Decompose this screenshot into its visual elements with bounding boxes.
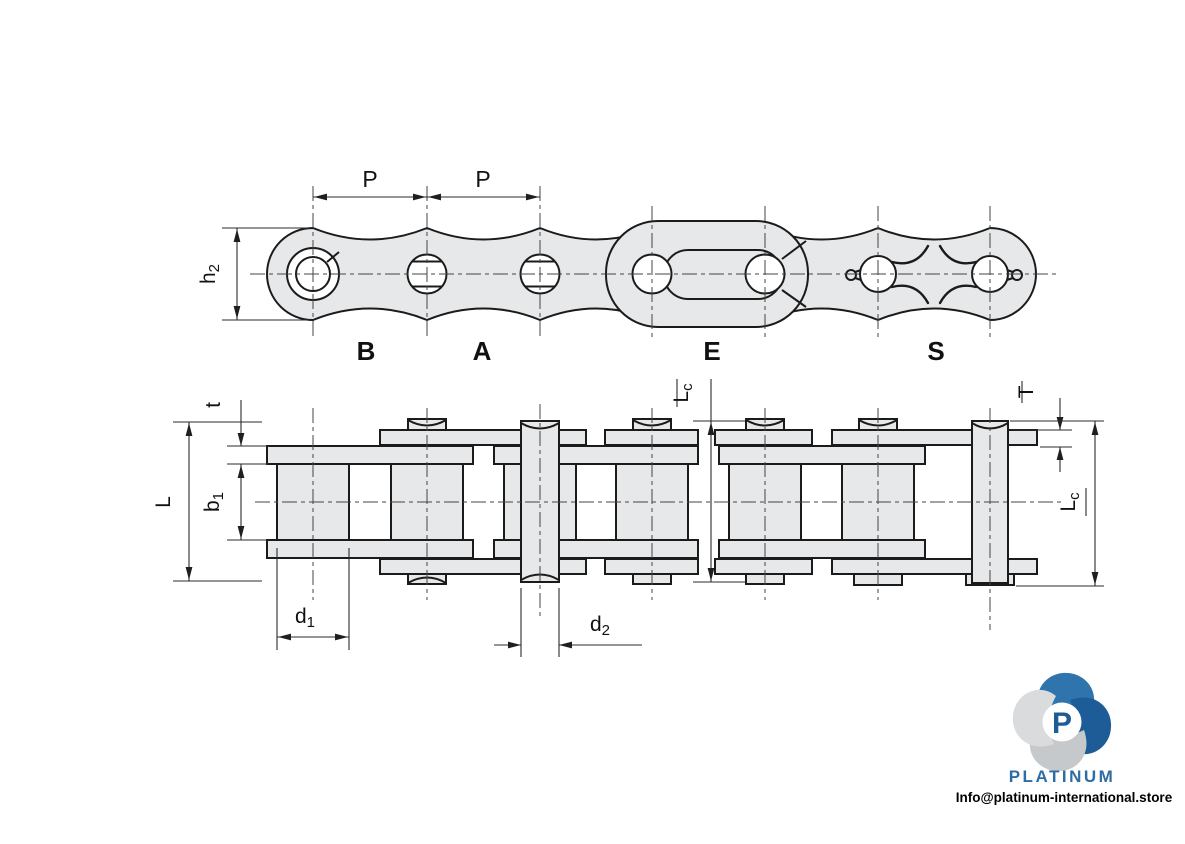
- logo-petal-left: [1012, 689, 1056, 747]
- dim-overall-width: L: [152, 421, 262, 582]
- logo-email-text: Info@platinum-international.store: [956, 790, 1173, 805]
- pitch-label-1: P: [362, 166, 377, 192]
- spring-clip-eye: [845, 269, 857, 281]
- dim-plate-height: h2: [197, 227, 310, 321]
- logo-center: [1042, 702, 1082, 742]
- inner-plate: [266, 539, 474, 559]
- connecting-link-split-lower: [781, 289, 807, 308]
- dim-inner-width: b1: [201, 464, 269, 541]
- spring-clip-eye: [1011, 269, 1023, 281]
- dim-connecting-length-mid: Lc: [670, 379, 745, 583]
- inner-width-label: b1: [201, 492, 227, 512]
- inner-plate-thickness-label: t: [202, 402, 225, 408]
- platinum-logo: P PLATINUM Info@platinum-international.s…: [956, 672, 1173, 805]
- dim-inner-plate-thickness: t: [202, 400, 269, 465]
- spring-clip-eye-link: [1006, 277, 1014, 281]
- roller-diameter-label: d1: [295, 605, 315, 631]
- inner-plate: [266, 445, 474, 465]
- connecting-link-split-upper: [781, 240, 807, 260]
- inner-plate: [718, 539, 926, 559]
- outer-plate: [714, 558, 813, 575]
- overall-width-label: L: [152, 496, 175, 508]
- pitch-label-2: P: [475, 166, 490, 192]
- bushing-seam: [326, 251, 340, 263]
- top-view: P P h2 B A E S: [197, 166, 1058, 366]
- connecting-length-right-label: Lc: [1057, 492, 1083, 512]
- connecting-length-mid-label: Lc: [670, 383, 696, 403]
- bottom-view: L t b1 d1: [152, 379, 1104, 657]
- dim-connecting-length-right: Lc: [1010, 420, 1104, 587]
- spring-clip-eye-link: [854, 269, 862, 273]
- pin-diameter-label: d2: [590, 613, 610, 639]
- link-label-E: E: [703, 336, 720, 366]
- spring-clip-arm: [938, 284, 978, 305]
- logo-monogram: P: [1052, 707, 1072, 740]
- link-label-A: A: [473, 336, 492, 366]
- spring-clip-eye-link: [1006, 269, 1014, 273]
- inner-plate: [718, 445, 926, 465]
- spring-clip-arm: [890, 284, 930, 305]
- logo-brand-text: PLATINUM: [1009, 767, 1116, 786]
- plate-height-label: h2: [197, 264, 223, 284]
- dim-pitch: P P: [313, 166, 540, 201]
- outer-plate: [714, 429, 813, 446]
- spring-clip-arm: [938, 244, 978, 265]
- spring-clip-arm: [890, 244, 930, 265]
- spring-clip-eye-link: [854, 277, 862, 281]
- dim-outer-plate-thickness: T: [1012, 381, 1072, 472]
- link-label-S: S: [927, 336, 944, 366]
- dim-roller-diameter: d1: [276, 548, 350, 650]
- dim-pin-diameter: d2: [494, 588, 642, 657]
- outer-plate-thickness-label: T: [1015, 385, 1038, 398]
- link-label-B: B: [357, 336, 376, 366]
